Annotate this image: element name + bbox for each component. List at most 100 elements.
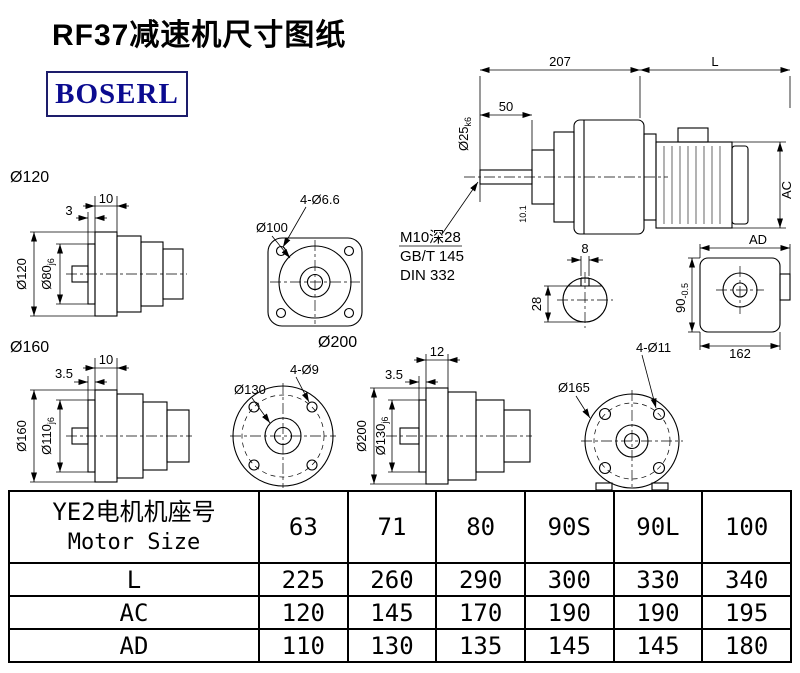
flange-od-circle (232, 385, 334, 487)
flange160-outline (71, 389, 190, 483)
dim-label-key-height: 28 (529, 297, 544, 311)
bolt-hole (275, 307, 287, 319)
table-cell: 190 (523, 595, 615, 630)
bolt-hole (248, 459, 260, 471)
bolt-hole (598, 461, 612, 475)
flange160-labels: Ø160 10 3.5 Ø160 Ø110j6 (10, 339, 113, 455)
row-label: AD (8, 628, 260, 663)
dimension-lines (399, 67, 791, 350)
bolt-hole (248, 401, 260, 413)
dim-label-spigot: Ø80j6 (39, 258, 56, 290)
dimension-lines (251, 354, 460, 485)
table-cell: 145 (346, 595, 438, 630)
foot (595, 482, 613, 491)
dim-label-od: Ø100 (256, 220, 288, 235)
dim-label-10: 10 (99, 352, 113, 367)
header-label-en: Motor Size (67, 530, 201, 555)
table-cell: 260 (346, 562, 438, 597)
table-cell: 330 (612, 562, 704, 597)
flange100-front-view: 4-Ø6.6 Ø100 (256, 192, 363, 327)
flange200-views: Ø200 4-Ø9 Ø130 12 3.5 Ø200 Ø130j6 (230, 334, 532, 488)
size-column-header: 63 (258, 490, 349, 564)
size-column-header: 71 (346, 490, 438, 564)
dim-label-3: 3 (65, 203, 72, 218)
centerlines (230, 383, 532, 488)
table-row-AD: AD 110 130 135 145 145 180 (8, 628, 792, 663)
square-flange (267, 237, 363, 327)
motor-body (655, 141, 733, 229)
size-column-header: 90L (612, 490, 704, 564)
dim-label-AD: AD (749, 232, 767, 247)
dim-label-holes: 4-Ø9 (290, 362, 319, 377)
table-cell: 300 (523, 562, 615, 597)
bolt-hole (652, 461, 666, 475)
view-title: Ø160 (10, 339, 49, 356)
header-label-cn: YE2电机机座号 (52, 498, 216, 526)
dim-label-key-width: 8 (581, 241, 588, 256)
fan-cover (731, 145, 749, 225)
table-cell: 180 (701, 628, 792, 663)
shaft (71, 427, 89, 445)
table-cell: 170 (435, 595, 526, 630)
dim-label-holes: 4-Ø6.6 (300, 192, 340, 207)
flange165-front-view: 4-Ø11 Ø165 (558, 340, 683, 491)
dim-label-L: L (711, 54, 718, 69)
terminal-box (677, 127, 709, 143)
flange200-outline (232, 385, 531, 487)
bolt-hole (598, 407, 612, 421)
table-header-row: YE2电机机座号 Motor Size 63 71 80 90S 90L 100 (8, 490, 792, 564)
dim-label-rear-height: 90-0.5 (673, 283, 690, 313)
dim-label-bore: Ø130 (234, 382, 266, 397)
flange200-labels: Ø200 4-Ø9 Ø130 12 3.5 Ø200 Ø130j6 (234, 334, 444, 455)
row-label: L (8, 562, 260, 597)
motor-size-table: YE2电机机座号 Motor Size 63 71 80 90S 90L 100… (8, 490, 792, 663)
bolt-hole (306, 459, 318, 471)
flange165-labels: 4-Ø11 Ø165 (558, 340, 671, 395)
motor-fins (663, 146, 721, 224)
dim-label-spigot: Ø110j6 (39, 417, 56, 455)
size-column-header: 90S (523, 490, 615, 564)
flange120-side-view: Ø120 10 3 Ø120 Ø80j6 (10, 169, 187, 317)
table-cell: 195 (701, 595, 792, 630)
bolt-hole (343, 307, 355, 319)
dim-label-35: 3.5 (55, 366, 73, 381)
note-din-standard: DIN 332 (400, 267, 455, 284)
size-column-header: 100 (701, 490, 792, 564)
dim-label-od: Ø120 (14, 258, 29, 290)
table-row-L: L 225 260 290 300 330 340 (8, 562, 792, 597)
table-cell: 190 (612, 595, 704, 630)
note-tapped-hole: M10深28 (400, 229, 461, 246)
view-title: Ø200 (318, 334, 357, 351)
main-assembly-drawing: 207 L 50 Ø25k6 10.1 M10深28 GB/T 145 DIN … (399, 54, 794, 361)
dim-label-207: 207 (549, 54, 571, 69)
table-cell: 135 (435, 628, 526, 663)
view-title: Ø120 (10, 169, 49, 186)
table-row-AC: AC 120 145 170 190 190 195 (8, 595, 792, 630)
centerlines (464, 176, 764, 328)
table-cell: 145 (523, 628, 615, 663)
shaft (71, 265, 89, 283)
bolt-hole (306, 401, 318, 413)
dim-label-12: 12 (430, 344, 444, 359)
dim-label-AC: AC (779, 181, 794, 199)
table-cell: 225 (258, 562, 349, 597)
flange-od-circle (584, 393, 680, 489)
logo-boserl: BOSERL (46, 71, 188, 117)
shaft (399, 427, 420, 445)
flange100-outline (267, 237, 363, 327)
dim-label-50: 50 (499, 99, 513, 114)
table-cell: 120 (258, 595, 349, 630)
main-view-labels: 207 L 50 Ø25k6 10.1 M10深28 GB/T 145 DIN … (400, 54, 794, 361)
size-column-header: 80 (435, 490, 526, 564)
note-gb-standard: GB/T 145 (400, 248, 464, 265)
flange120-labels: Ø120 10 3 Ø120 Ø80j6 (10, 169, 113, 290)
page-title: RF37减速机尺寸图纸 (52, 19, 347, 52)
bolt-hole (652, 407, 666, 421)
table-cell: 340 (701, 562, 792, 597)
dim-label-step: 10.1 (518, 205, 528, 223)
dim-label-shaft-dia: Ø25k6 (456, 117, 473, 151)
dimension-lines (30, 358, 129, 483)
flange160-side-view: Ø160 10 3.5 Ø160 Ø110j6 (10, 339, 192, 483)
table-cell: 145 (612, 628, 704, 663)
